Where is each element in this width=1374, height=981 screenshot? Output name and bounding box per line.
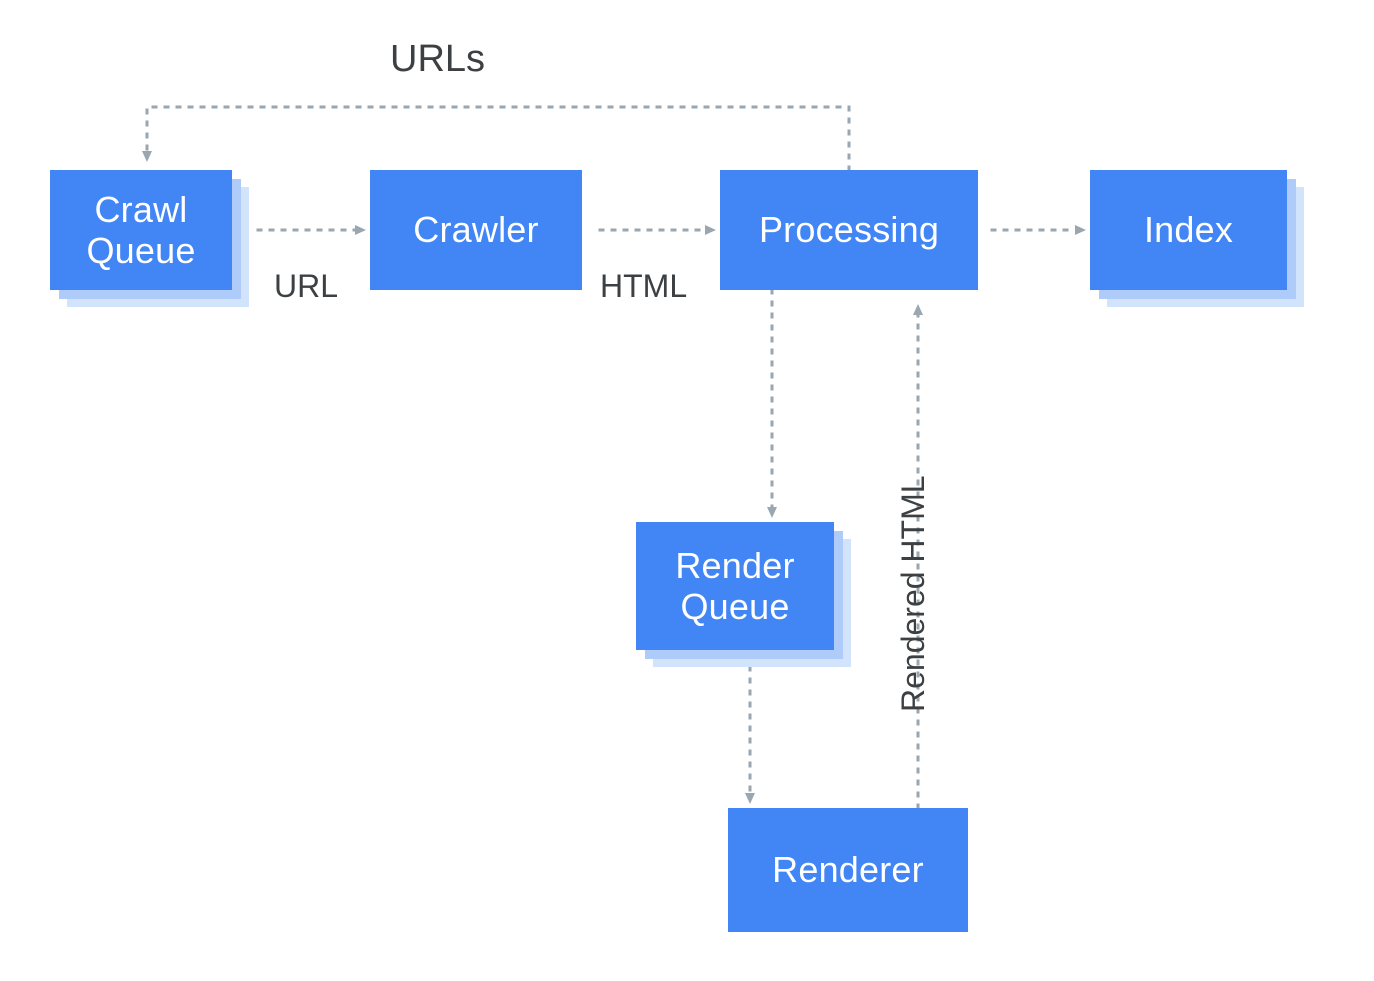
- node-label-render-queue: Render Queue: [675, 544, 795, 627]
- render-queue-body: Render Queue: [636, 522, 834, 650]
- node-index[interactable]: Index: [1090, 170, 1304, 307]
- renderer-body: Renderer: [728, 808, 968, 932]
- crawler-body: Crawler: [370, 170, 582, 290]
- node-processing[interactable]: Processing: [720, 170, 978, 290]
- edge-label-url: URL: [274, 268, 339, 304]
- node-label-renderer: Renderer: [772, 849, 924, 891]
- crawl-queue-body: Crawl Queue: [50, 170, 232, 290]
- node-crawler[interactable]: Crawler: [370, 170, 582, 290]
- edge-urls-feedback: [142, 105, 851, 172]
- edge-label-rendered-html: Rendered HTML: [895, 475, 931, 712]
- node-label-processing: Processing: [758, 209, 940, 251]
- node-crawl-queue[interactable]: Crawl Queue: [50, 170, 249, 307]
- edge-label-urls: URLs: [390, 38, 486, 80]
- edge-label-html: HTML: [600, 268, 688, 304]
- node-label-crawler: Crawler: [413, 209, 539, 251]
- index-body: Index: [1090, 170, 1287, 290]
- processing-body: Processing: [720, 170, 978, 290]
- node-label-crawl-queue: Crawl Queue: [86, 188, 196, 271]
- node-label-index: Index: [1143, 209, 1234, 251]
- node-renderer[interactable]: Renderer: [728, 808, 968, 932]
- node-render-queue[interactable]: Render Queue: [636, 522, 851, 667]
